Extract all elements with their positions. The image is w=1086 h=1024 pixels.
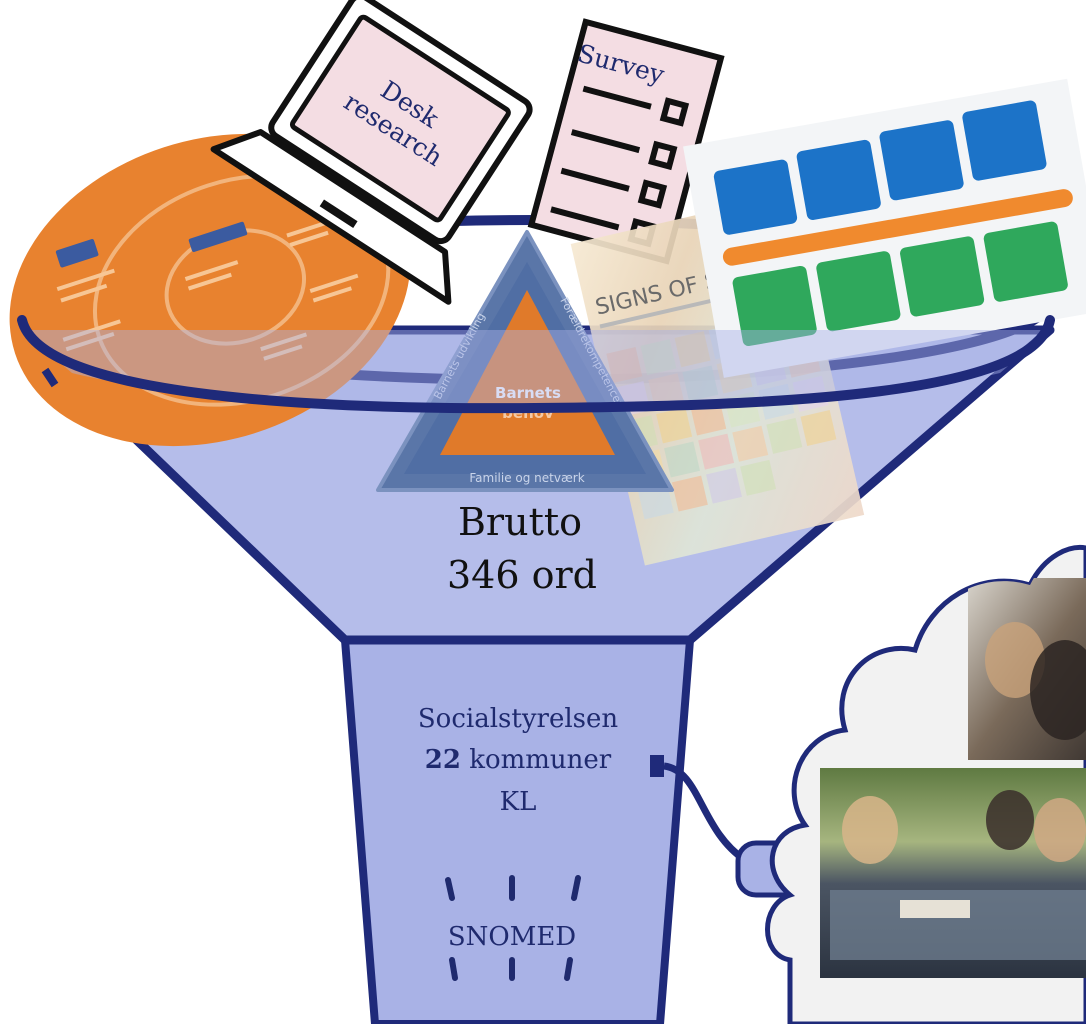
brutto-label: Brutto [458,500,582,544]
drip-marks [445,875,581,981]
snomed-label: SNOMED [448,922,576,952]
stem-line-socialstyrelsen: Socialstyrelsen [418,704,618,734]
checklist-icon [550,85,690,248]
pipe-line [663,762,748,863]
funnel-inner-overlay [22,330,1050,409]
workshop-cloud [765,544,1086,1024]
laptop-desk-research: Desk research [210,0,533,305]
pipe-joint [650,755,664,777]
funnel-rim-front [17,315,1055,414]
stem-line-kl: KL [500,787,537,817]
funnel-stem [341,636,694,1024]
triangle-center-line1: Barnets [495,384,561,402]
brutto-count: 346 ord [447,553,597,597]
kommuner-count: 22 [425,745,461,775]
triangle-bottom-label: Familie og netværk [469,471,584,485]
stem-line-kommuner: 22 kommuner [425,745,612,775]
flow-diagram-document [683,78,1086,378]
kommuner-label: kommuner [461,745,612,775]
